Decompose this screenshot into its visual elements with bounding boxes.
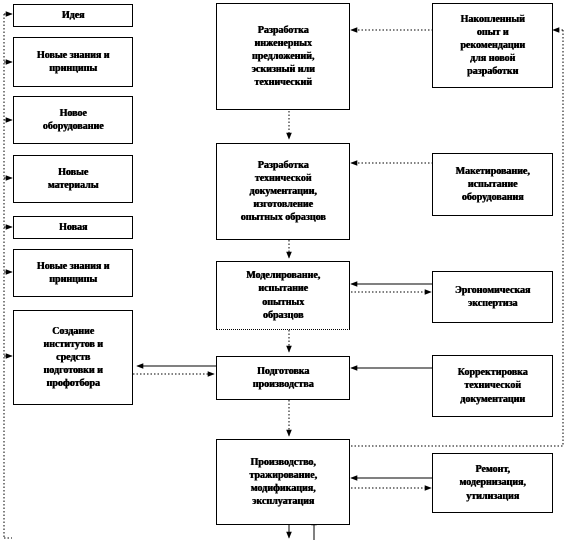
node-modeling-testing: Моделирование, испытание опытных образцо… <box>216 261 350 330</box>
node-technical-docs: Разработка технической документации, изг… <box>216 143 350 240</box>
node-doc-correction: Корректировка технической документации <box>432 355 553 417</box>
node-repair: Ремонт, модернизация, утилизация <box>432 453 553 513</box>
node-new-knowledge-2: Новые знания и принципы <box>13 249 133 297</box>
node-prototyping: Макетирование, испытание оборудования <box>432 153 553 216</box>
node-new-knowledge-1: Новые знания и принципы <box>13 37 133 87</box>
node-engineering-proposals: Разработка инженерных предложений, эскиз… <box>216 3 350 110</box>
node-new-materials: Новые материалы <box>13 155 133 203</box>
node-institutes: Создание институтов и средств подготовки… <box>13 310 133 405</box>
node-new-equipment: Новое оборудование <box>13 96 133 144</box>
node-production-operation: Производство, тражирование, модификация,… <box>216 439 350 525</box>
node-ergonomic-review: Эргономическая экспертиза <box>432 271 553 323</box>
node-production-prep: Подготовка производства <box>216 356 350 400</box>
node-accumulated-experience: Накопленный опыт и рекомендации для ново… <box>432 3 553 88</box>
node-novelty: Новая <box>13 216 133 239</box>
node-idea: Идея <box>13 4 133 27</box>
